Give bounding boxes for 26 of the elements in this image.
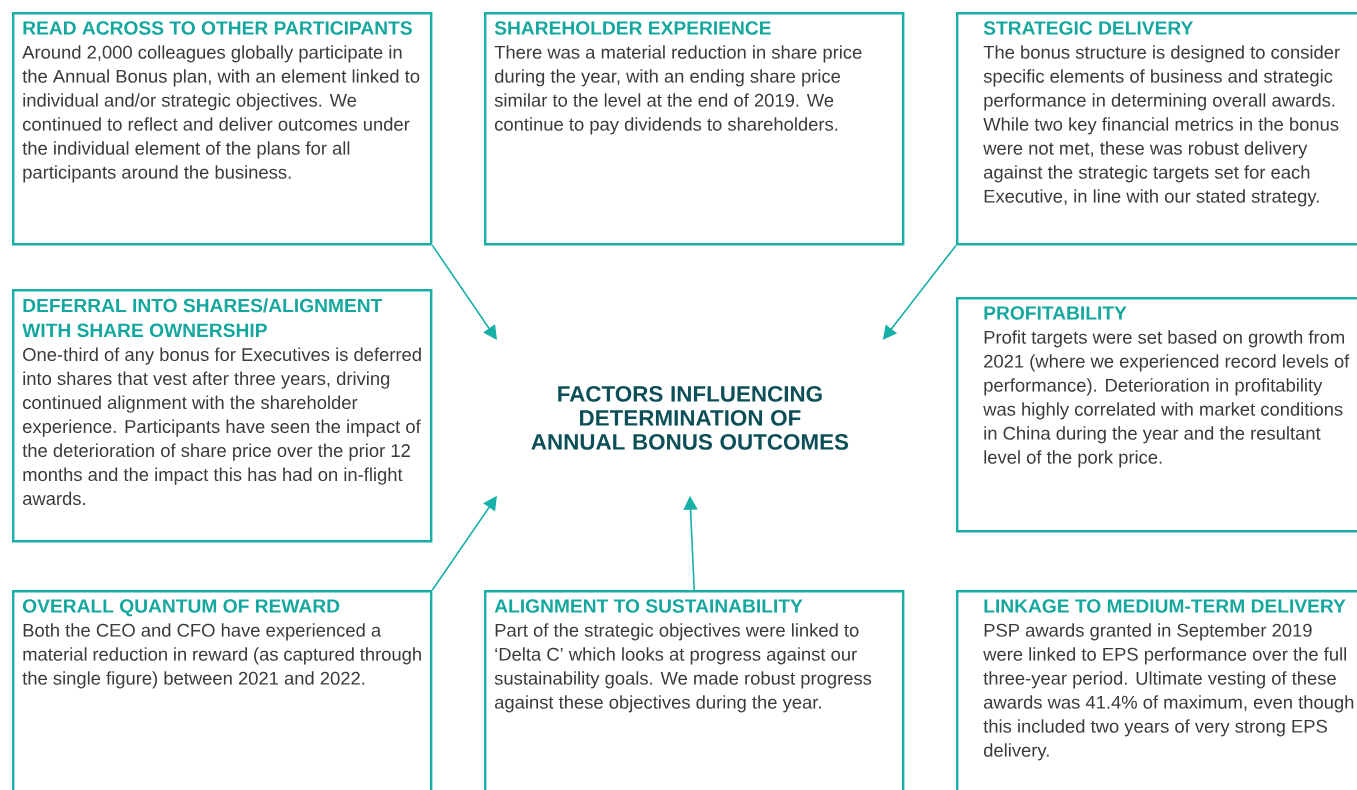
box-text: There was a material reduction in share price during the year, with an ending share price similar to the level at the end of 2019. We continue to pay dividends to shareholders.	[494, 45, 862, 135]
box-heading: LINKAGE TO MEDIUM-TERM DELIVERY	[984, 599, 1346, 613]
box-text: PSP awards granted in September 2019 were linked to EPS performance over the full three-year period. Ultimate vesting of these awards was 41.4% of maximum, even though this included two years of very strong EPS delivery.	[983, 623, 1354, 761]
text-box	[484, 590, 905, 790]
text-box	[956, 12, 1357, 246]
box-heading: SHAREHOLDER EXPERIENCE	[494, 21, 771, 35]
box-heading: PROFITABILITY	[984, 306, 1127, 320]
text-box	[956, 590, 1357, 790]
text-box	[484, 12, 905, 246]
box-heading: STRATEGIC DELIVERY	[983, 21, 1194, 35]
box-text: Profit targets were set based on growth from 2021 (where we experienced record levels of performance). Deterioration in profitability was highly correlated with market conditions in China during the year and the resultant level of the pork price.	[983, 330, 1350, 468]
box-heading: READ ACROSS TO OTHER PARTICIPANTS	[23, 21, 412, 35]
title-text: FACTORS INFLUENCING DETERMINATION OF ANNUAL BONUS OUTCOMES	[531, 385, 849, 450]
box-heading: ALIGNMENT TO SUSTAINABILITY	[494, 599, 803, 613]
text-box	[12, 289, 433, 543]
box-heading: DEFERRAL INTO SHARES/ALIGNMENT WITH SHARE OWNERSHIP	[22, 298, 383, 338]
box-text: Part of the strategic objectives were linked to ‘Delta C’ which looks at progress against our sustainability goals. We made robust progress against these objectives during the year.	[494, 623, 872, 713]
text-box	[956, 297, 1357, 533]
text-box	[12, 12, 433, 246]
arrow	[431, 244, 497, 340]
box-text: Around 2,000 colleagues globally participate in the Annual Bonus plan, with an element linked to individual and/or strategic objectives. We continued to reflect and deliver outcomes under the individual element of the plans for all participants around the business.	[22, 45, 420, 183]
box-heading: OVERALL QUANTUM OF REWARD	[23, 599, 340, 617]
box-text: The bonus structure is designed to consider specific elements of business and strategic performance in determining overall awards. While two key financial metrics in the bonus were not met, these was robust delivery against the strategic targets set for each Executive, in line with our stated strategy.	[983, 45, 1340, 207]
text-box	[12, 590, 433, 790]
box-text: Both the CEO and CFO have experienced a material reduction in reward (as captured through the single figure) between 2021 and 2022.	[22, 623, 421, 689]
box-text: One-third of any bonus for Executives is deferred into shares that vest after three years, driving continued alignment with the shareholder experience. Participants have seen the impact of the deterioration of share price over the prior 12 months and the impact this has had on in-flight awards.	[22, 347, 421, 506]
